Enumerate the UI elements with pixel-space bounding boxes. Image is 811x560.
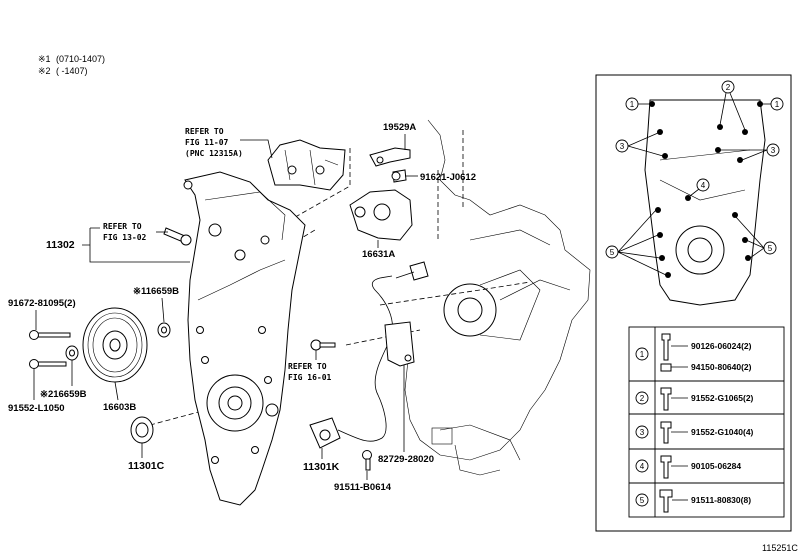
part-91511-B: 91511-B0614 — [334, 482, 392, 493]
legend-index-1: 1 — [640, 350, 645, 359]
bolt-91511-B — [362, 450, 372, 471]
bolt-11302 — [163, 227, 192, 246]
legend-row-2: 2 91552-G1065(2) — [635, 387, 754, 411]
refer-11-07-line3: (PNC 12315A) — [185, 149, 243, 158]
bolt-location-inset: 1 2 1 3 3 4 5 5 — [595, 74, 792, 532]
refer-fig-13-02: REFER TO FIG 13-02 — [103, 222, 168, 242]
engine-block-outline — [149, 119, 591, 476]
refer-11-07-line2: FIG 11-07 — [185, 138, 229, 147]
oil-seal — [130, 416, 154, 444]
bolt-refer-16-01 — [310, 339, 336, 351]
refer-fig-11-07: REFER TO FIG 11-07 (PNC 12315A) — [185, 127, 273, 159]
label-91672: 91672-81095(2) — [8, 298, 76, 330]
label-91621: 91621-J0612 — [405, 172, 476, 183]
engine-mount-bracket — [267, 139, 346, 191]
applicability-notes: ※1 (0710-1407) ※2 ( -1407) — [38, 54, 105, 76]
bolt-91621 — [391, 169, 407, 183]
legend-index-3: 3 — [640, 428, 645, 437]
legend-part-5: 91511-80830(8) — [691, 495, 751, 505]
refer-16-01-line2: FIG 16-01 — [288, 373, 332, 382]
note-1-range: (0710-1407) — [56, 54, 105, 64]
inset-callout-3-left: 3 — [620, 142, 625, 151]
part-91552-L: 91552-L1050 — [8, 403, 65, 414]
bolt-91672 — [29, 330, 71, 340]
idler-bracket — [349, 189, 413, 241]
legend-part-2: 91552-G1065(2) — [691, 393, 754, 403]
inset-callout-2: 2 — [726, 83, 731, 92]
harness-clamp-82729 — [384, 321, 415, 367]
label-11301K: 11301K — [303, 448, 340, 473]
inset-callout-1-left: 1 — [630, 100, 635, 109]
legend-row-5: 5 91511-80830(8) — [635, 489, 751, 513]
part-91621: 91621-J0612 — [420, 172, 476, 183]
legend-part-1b: 94150-80640(2) — [691, 362, 752, 372]
legend-row-1: 1 90126-06024(2) 94150-80640(2) — [635, 333, 752, 372]
sensor-connector — [395, 261, 429, 281]
label-16659B-1: ※116659B — [133, 286, 179, 323]
refer-11-07-line1: REFER TO — [185, 127, 224, 136]
label-19529A: 19529A — [383, 122, 416, 150]
part-16631A: 16631A — [362, 249, 395, 260]
note-2-mark: ※2 — [38, 66, 51, 76]
inset-callout-5-right: 5 — [768, 244, 773, 253]
washer-16659B-2 — [65, 345, 79, 361]
inset-callout-3-right: 3 — [771, 146, 776, 155]
crank-position-sensor — [309, 275, 393, 449]
part-82729: 82729-28020 — [378, 454, 434, 465]
legend-row-4: 4 90105-06284 — [635, 455, 741, 479]
label-82729: 82729-28020 — [378, 365, 434, 465]
label-91552-L: 91552-L1050 — [8, 369, 65, 414]
label-16631A: 16631A — [362, 240, 395, 260]
refer-13-02-line2: FIG 13-02 — [103, 233, 147, 242]
legend-row-3: 3 91552-G1040(4) — [635, 421, 754, 444]
part-91672: 91672-81095(2) — [8, 298, 76, 309]
legend-index-2: 2 — [640, 394, 645, 403]
legend-part-4: 90105-06284 — [691, 461, 741, 471]
bracket-19529A — [369, 147, 411, 167]
refer-fig-16-01: REFER TO FIG 16-01 — [288, 350, 332, 382]
part-11302: 11302 — [46, 239, 75, 251]
label-16603B: 16603B — [103, 381, 136, 413]
part-16659B-2: ※216659B — [40, 389, 87, 400]
part-11301K: 11301K — [303, 461, 340, 473]
figure-code: 115251C — [762, 543, 798, 553]
refer-13-02-line1: REFER TO — [103, 222, 142, 231]
crankshaft-pulley — [82, 307, 148, 383]
label-11302: 11302 — [46, 227, 190, 263]
bolt-91552-L — [29, 359, 67, 369]
inset-callout-5-left: 5 — [610, 248, 615, 257]
refer-16-01-line1: REFER TO — [288, 362, 327, 371]
part-16603B: 16603B — [103, 402, 136, 413]
legend-part-3: 91552-G1040(4) — [691, 427, 754, 437]
note-1-mark: ※1 — [38, 54, 51, 64]
legend-index-4: 4 — [640, 462, 645, 471]
part-19529A: 19529A — [383, 122, 416, 133]
inset-callouts: 1 2 1 3 3 4 5 5 — [605, 80, 784, 276]
part-16659B-1: ※116659B — [133, 286, 179, 297]
washer-16659B-1 — [157, 322, 171, 338]
timing-chain-cover — [183, 171, 306, 506]
legend-index-5: 5 — [640, 496, 645, 505]
inset-callout-1-right: 1 — [775, 100, 780, 109]
part-11301C: 11301C — [128, 460, 165, 472]
label-91511-B: 91511-B0614 — [334, 471, 392, 493]
note-2-range: ( -1407) — [56, 66, 88, 76]
label-16659B-2: ※216659B — [40, 360, 87, 400]
legend-part-1a: 90126-06024(2) — [691, 341, 752, 351]
bolt-legend-table: 1 90126-06024(2) 94150-80640(2) 2 91552-… — [628, 326, 785, 518]
inset-callout-4: 4 — [701, 181, 706, 190]
label-11301C: 11301C — [128, 443, 165, 472]
